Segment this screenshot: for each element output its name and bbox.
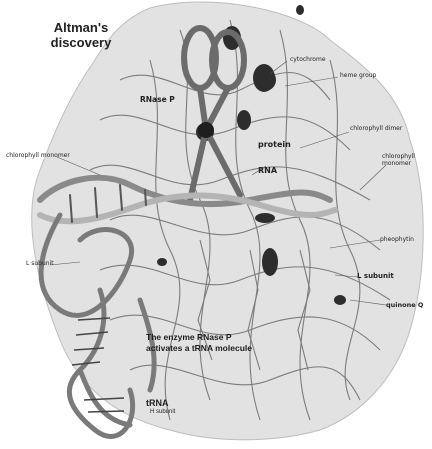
title-line-1: Altman's <box>34 20 128 35</box>
caption: The enzyme RNase P activates a tRNA mole… <box>146 332 316 354</box>
title-line-2: discovery <box>34 35 128 50</box>
caption-line-1: The enzyme RNase P <box>146 332 316 343</box>
label-l-subunit-left: L subunit <box>26 260 54 267</box>
label-rnase-p: RNase P <box>140 95 175 104</box>
label-rna: RNA <box>258 166 277 175</box>
label-trna: tRNA <box>146 398 169 408</box>
label-chlorophyll-monomer-left: chlorophyll monomer <box>6 152 70 159</box>
scissors-pivot <box>198 122 214 138</box>
label-cytochrome: cytochrome <box>290 56 326 63</box>
label-l-subunit-right: L subunit <box>357 272 394 280</box>
label-pheophytin: pheophytin <box>380 236 414 243</box>
figure-title: Altman's discovery <box>34 20 128 50</box>
label-chlorophyll-monomer-right: chlorophyll monomer <box>382 153 430 167</box>
label-heme-group: heme group <box>340 72 376 79</box>
label-h-subunit: H subunit <box>150 409 175 415</box>
label-chlorophyll-dimer: chlorophyll dimer <box>350 125 402 132</box>
label-protein: protein <box>258 140 291 149</box>
label-quinone: quinone Q <box>386 301 423 309</box>
caption-line-2: activates a tRNA molecule <box>146 343 316 354</box>
